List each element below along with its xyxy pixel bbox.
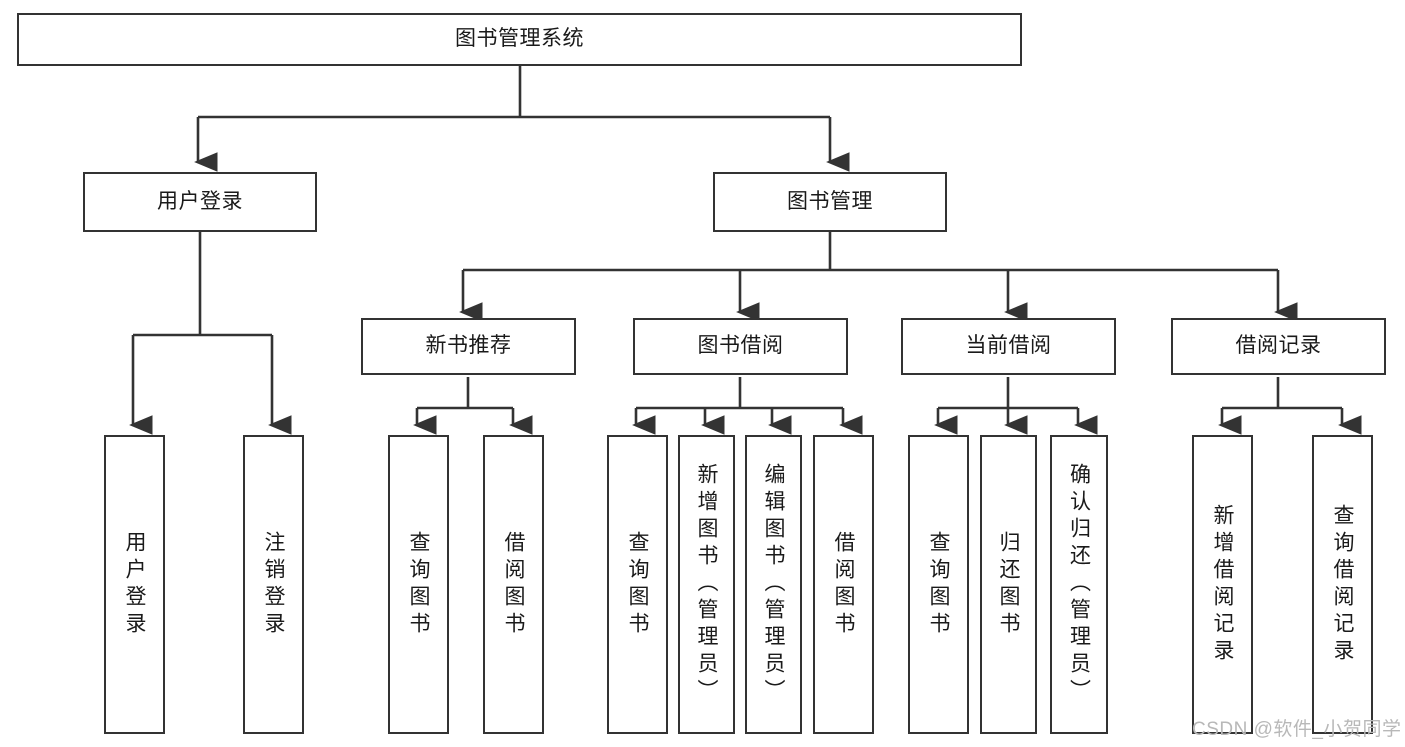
leaf-query-borrow-record-label: 查询借阅记录 <box>1331 503 1354 666</box>
leaf-add-borrow-record[interactable]: 新增借阅记录 <box>1192 435 1253 734</box>
node-current-borrow-label: 当前借阅 <box>965 334 1052 358</box>
leaf-borrow-book-nbr[interactable]: 借阅图书 <box>483 435 544 734</box>
node-new-book-recommend[interactable]: 新书推荐 <box>361 318 576 375</box>
leaf-user-login[interactable]: 用户登录 <box>104 435 165 734</box>
leaf-query-book-nbr[interactable]: 查询图书 <box>388 435 449 734</box>
leaf-return-book[interactable]: 归还图书 <box>980 435 1037 734</box>
leaf-logout-label: 注销登录 <box>262 530 285 639</box>
watermark-text: CSDN @软件_小贺同学 <box>1192 719 1402 740</box>
leaf-edit-book-admin[interactable]: 编辑图书（管理员） <box>745 435 802 734</box>
leaf-query-book-bb-label: 查询图书 <box>626 530 649 639</box>
leaf-logout[interactable]: 注销登录 <box>243 435 304 734</box>
leaf-confirm-return-admin-label: 确认归还（管理员） <box>1067 463 1091 706</box>
node-book-borrow-label: 图书借阅 <box>697 334 784 358</box>
node-book-management-label: 图书管理 <box>787 189 873 213</box>
node-borrow-record-label: 借阅记录 <box>1235 334 1322 358</box>
leaf-query-book-bb[interactable]: 查询图书 <box>607 435 668 734</box>
node-root-label: 图书管理系统 <box>455 27 584 51</box>
node-book-borrow[interactable]: 图书借阅 <box>633 318 848 375</box>
leaf-borrow-book-bb-label: 借阅图书 <box>832 530 855 639</box>
leaf-borrow-book-nbr-label: 借阅图书 <box>502 530 525 639</box>
leaf-query-book-cb[interactable]: 查询图书 <box>908 435 969 734</box>
leaf-query-book-cb-label: 查询图书 <box>927 530 950 639</box>
node-user-login[interactable]: 用户登录 <box>83 172 317 232</box>
leaf-edit-book-admin-label: 编辑图书（管理员） <box>762 463 785 706</box>
leaf-query-book-nbr-label: 查询图书 <box>407 530 430 639</box>
node-book-management[interactable]: 图书管理 <box>713 172 947 232</box>
leaf-user-login-label: 用户登录 <box>123 530 146 639</box>
leaf-add-book-admin[interactable]: 新增图书（管理员） <box>678 435 735 734</box>
leaf-add-borrow-record-label: 新增借阅记录 <box>1211 503 1234 666</box>
leaf-add-book-admin-label: 新增图书（管理员） <box>695 463 718 706</box>
leaf-confirm-return-admin[interactable]: 确认归还（管理员） <box>1050 435 1108 734</box>
leaf-query-borrow-record[interactable]: 查询借阅记录 <box>1312 435 1373 734</box>
node-user-login-label: 用户登录 <box>157 189 243 213</box>
node-root[interactable]: 图书管理系统 <box>17 13 1022 66</box>
node-new-book-recommend-label: 新书推荐 <box>425 334 512 358</box>
leaf-borrow-book-bb[interactable]: 借阅图书 <box>813 435 874 734</box>
leaf-return-book-label: 归还图书 <box>997 530 1020 639</box>
node-borrow-record[interactable]: 借阅记录 <box>1171 318 1386 375</box>
node-current-borrow[interactable]: 当前借阅 <box>901 318 1116 375</box>
